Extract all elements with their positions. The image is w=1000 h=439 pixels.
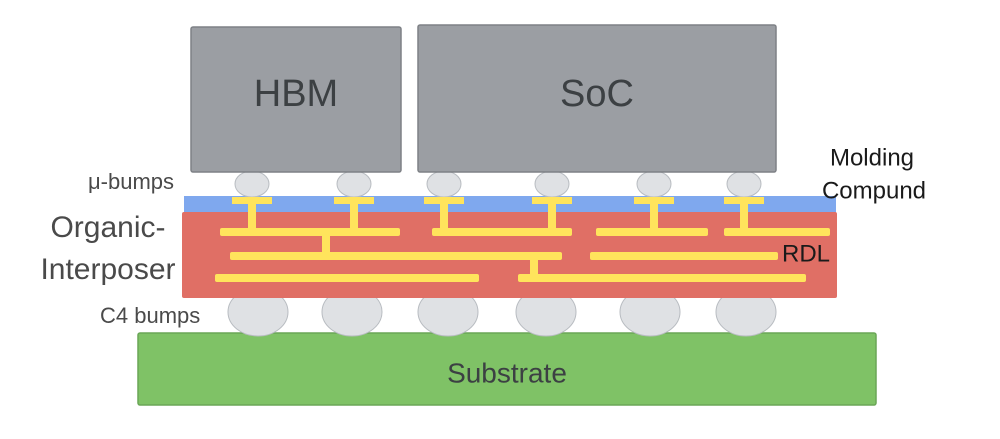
rdl-trace (596, 228, 708, 236)
micro-bump (336, 170, 372, 198)
rdl-trace (215, 274, 479, 282)
micro-bumps-label: μ-bumps (88, 169, 174, 194)
rdl-via (322, 235, 330, 253)
micro-bump (726, 170, 762, 198)
rdl-via (740, 203, 748, 229)
molding-compound-label-line2: Compund (822, 177, 926, 204)
interposer-label-line1: Organic- (50, 211, 165, 244)
rdl-pad (334, 197, 374, 204)
rdl-trace (518, 274, 806, 282)
rdl-via (530, 258, 538, 276)
rdl-traces (215, 197, 830, 282)
soc-die-body (417, 24, 777, 173)
rdl-via (350, 203, 358, 229)
rdl-trace (590, 252, 778, 260)
interposer-label-line2: Interposer (40, 253, 175, 286)
soc-die: SoC (417, 24, 777, 173)
micro-bump (534, 170, 570, 198)
rdl-via (440, 203, 448, 229)
micro-bump (234, 170, 270, 198)
rdl-via (650, 203, 658, 229)
rdl-trace (230, 252, 562, 260)
micro-bumps (234, 170, 762, 198)
rdl-pad (532, 197, 572, 204)
micro-bump (426, 170, 462, 198)
c4-bumps-label: C4 bumps (100, 303, 200, 328)
rdl-trace (220, 228, 400, 236)
rdl-pad (724, 197, 764, 204)
rdl-trace (724, 228, 830, 236)
rdl-via (548, 203, 556, 229)
soc-label: SoC (560, 73, 634, 115)
hbm-label: HBM (254, 73, 338, 115)
substrate-body (137, 332, 877, 406)
rdl-pad (634, 197, 674, 204)
substrate: Substrate (137, 332, 877, 406)
substrate-label: Substrate (447, 357, 567, 388)
rdl-pad (424, 197, 464, 204)
c4-bumps (227, 287, 777, 337)
rdl-label: RDL (782, 240, 830, 267)
rdl-pad (232, 197, 272, 204)
rdl-trace (432, 228, 572, 236)
hbm-die: HBM (190, 26, 402, 173)
hbm-die-body (190, 26, 402, 173)
micro-bump (636, 170, 672, 198)
rdl-via (248, 203, 256, 229)
molding-compound-label-line1: Molding (830, 144, 914, 171)
